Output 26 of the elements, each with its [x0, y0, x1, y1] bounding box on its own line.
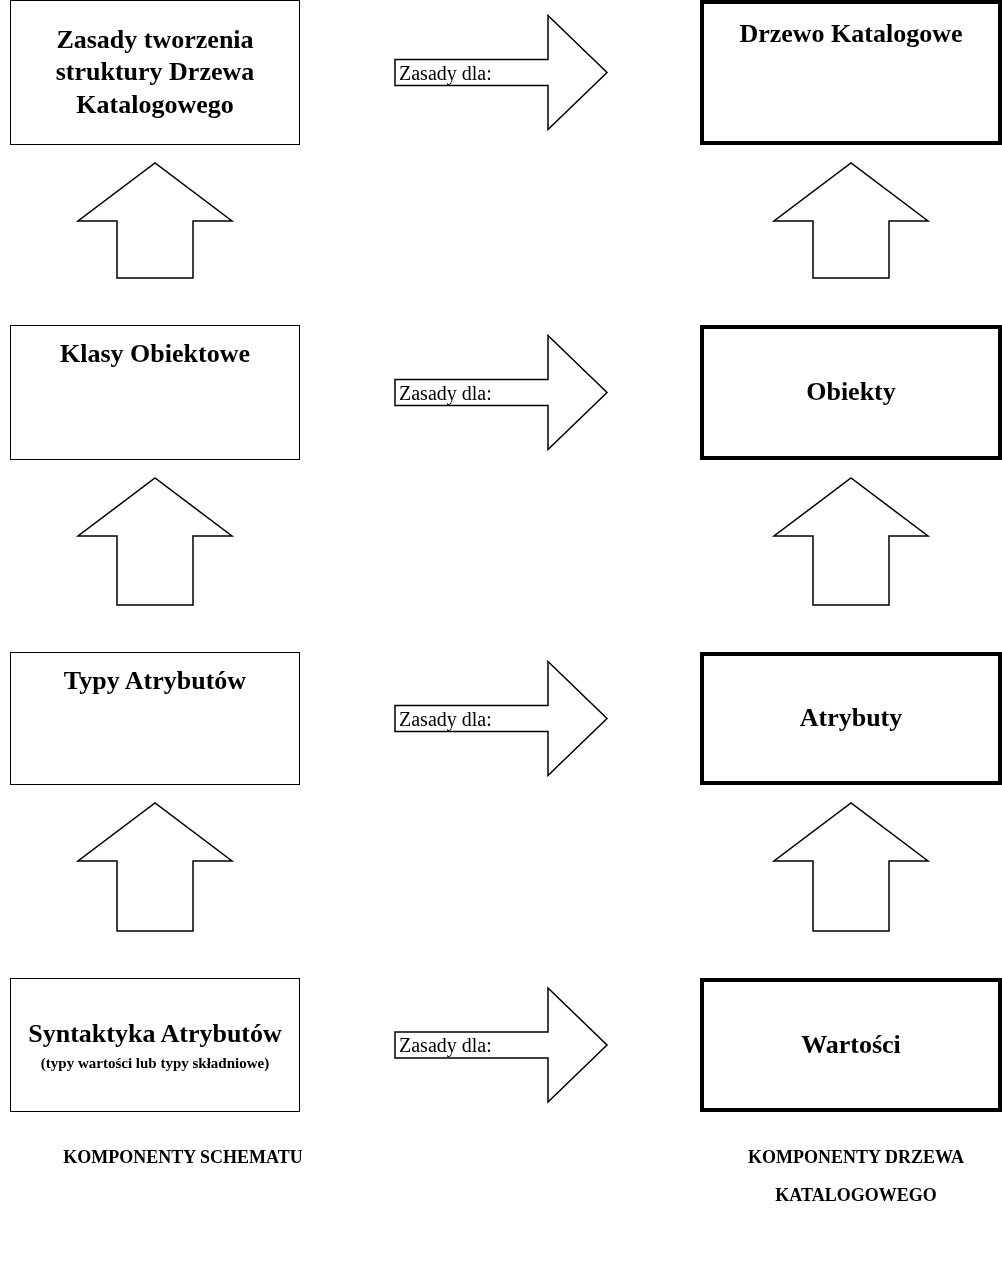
schema-box: [10, 0, 300, 145]
component-box: [700, 325, 1002, 460]
block-arrow: [771, 162, 931, 279]
box-note: (typy wartości lub typy składniowe): [40, 1054, 270, 1073]
component-box: [700, 978, 1002, 1112]
box-title: Typy Atrybutów: [63, 665, 247, 697]
box-title: Syntaktyka Atrybutów: [28, 1017, 282, 1050]
block-arrow: [771, 802, 931, 932]
box-title: Drzewo Katalogowe: [739, 18, 963, 50]
box-title: Obiekty: [806, 376, 896, 409]
component-box: [700, 652, 1002, 785]
schema-box: [10, 325, 300, 460]
block-arrow: [75, 162, 235, 279]
edge-label: Zasady dla:: [399, 1035, 492, 1055]
component-box: [700, 0, 1002, 145]
box-title: Atrybuty: [799, 702, 903, 735]
block-arrow: [75, 477, 235, 606]
column-caption: KOMPONENTY DRZEWA KATALOGOWEGO: [747, 1146, 965, 1207]
box-title: Zasady tworzenia struktury Drzewa Katalogowego: [54, 23, 256, 121]
block-arrow: [771, 477, 931, 606]
column-caption: KOMPONENTY SCHEMATU: [63, 1146, 303, 1169]
box-title: Wartości: [801, 1028, 901, 1061]
box-title: Klasy Obiektowe: [60, 338, 250, 370]
schema-box: [10, 652, 300, 785]
block-arrow: [75, 802, 235, 932]
schema-box: [10, 978, 300, 1112]
